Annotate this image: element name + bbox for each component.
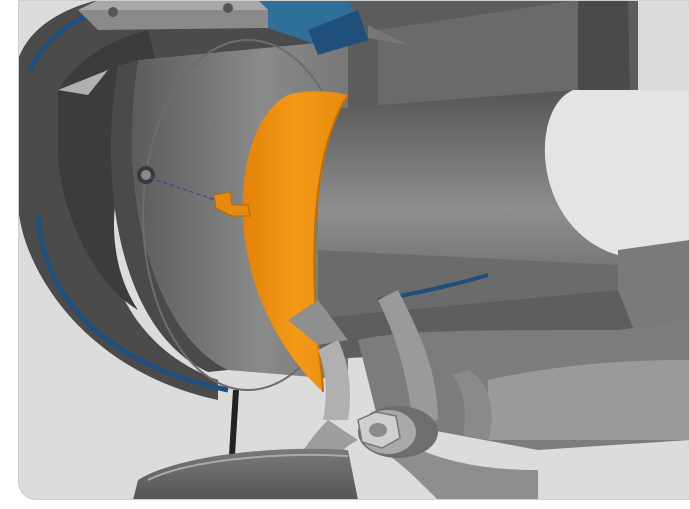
illustration-frame <box>18 0 690 500</box>
blue-bracket <box>78 0 408 55</box>
blade-hub <box>357 406 438 458</box>
bowl <box>133 448 358 500</box>
upper-housing <box>348 0 638 120</box>
left-fin <box>58 70 108 95</box>
cutting-blades <box>278 290 538 500</box>
lower-housing <box>298 240 690 450</box>
cable <box>229 389 239 456</box>
machine-cutaway-illustration <box>18 0 690 500</box>
orange-deflector <box>213 91 349 393</box>
